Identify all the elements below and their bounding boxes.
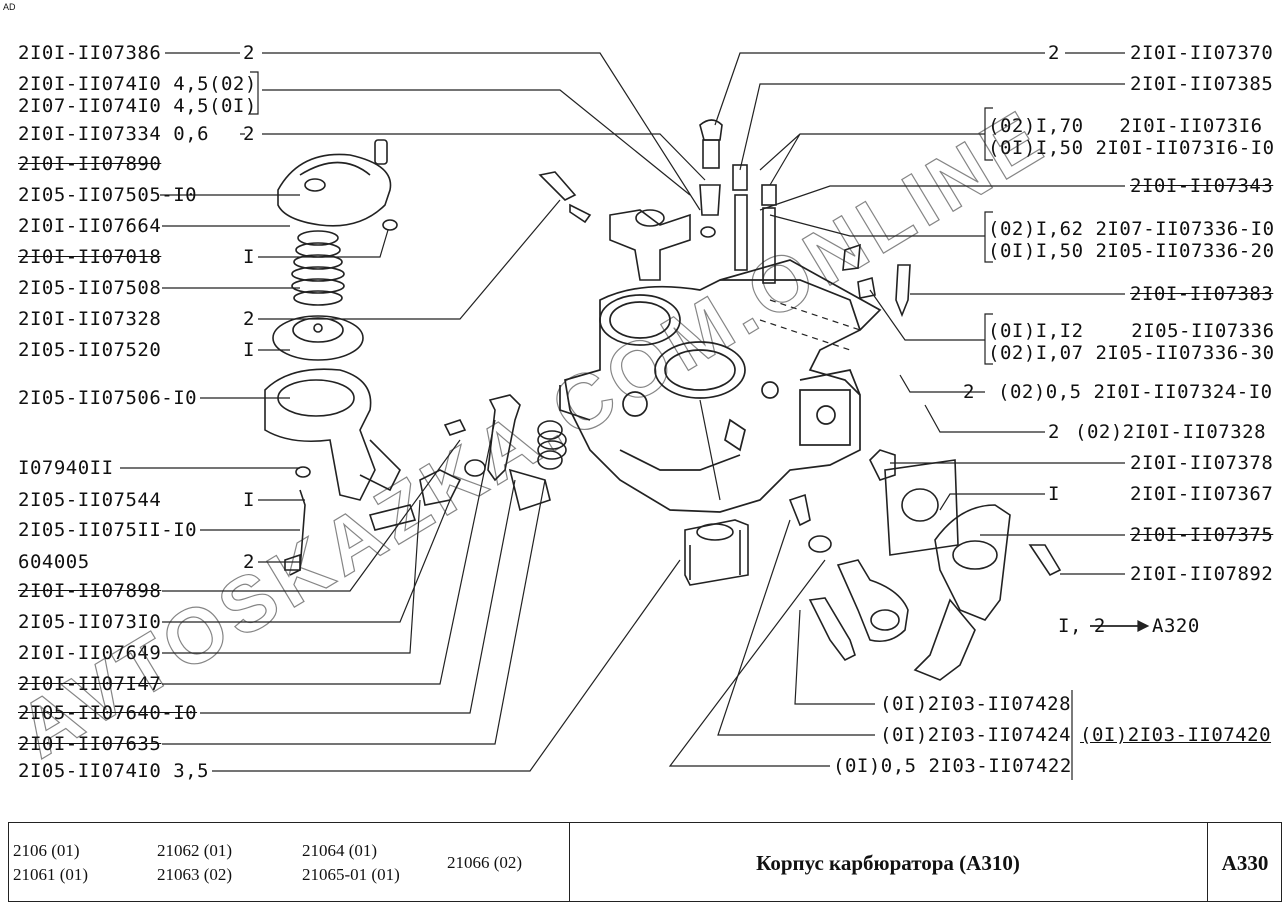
page-title: Корпус карбюратора (А310) xyxy=(756,851,1020,875)
part-label: 2I0I-II07I47 xyxy=(18,673,162,695)
part-label: (02)2I0I-II07328 xyxy=(1075,421,1267,443)
part-label: 2I0I-II07898 xyxy=(18,580,162,602)
part-label: 2I0I-II07328 xyxy=(18,308,162,330)
linkage xyxy=(284,394,567,571)
diaphragm-cover xyxy=(277,139,398,231)
part-label: 2I05-II07508 xyxy=(18,277,162,299)
part-label: (0I)0,5 2I03-II07422 xyxy=(833,755,1072,777)
part-label: 2I0I-II07892 xyxy=(1130,563,1274,585)
throttle-spring xyxy=(537,420,567,470)
part-label: 604005 xyxy=(18,551,90,573)
corner-mark: AD xyxy=(3,2,16,12)
assembly-note-ref: A320 xyxy=(1152,615,1200,637)
quantity: 2 xyxy=(1048,421,1060,443)
part-label: 2I0I-II07664 xyxy=(18,215,162,237)
part-label: (0I)I,I2 2I05-II07336 xyxy=(988,320,1275,342)
model-code: 21062 (01) xyxy=(157,841,233,860)
part-label: (02)I,62 2I07-II07336-I0 xyxy=(988,218,1275,240)
part-label: 2I05-II073I0 xyxy=(18,611,162,633)
model-code: 21063 (02) xyxy=(157,865,233,884)
part-label: (0I)2I03-II07420 xyxy=(1080,724,1272,746)
part-label: 2I0I-II07649 xyxy=(18,642,162,664)
jets xyxy=(538,119,911,318)
part-label: 2I07-II074I0 4,5(0I) xyxy=(18,95,257,117)
part-label: 2I0I-II07378 xyxy=(1130,452,1274,474)
part-label: I07940II xyxy=(18,457,114,479)
solenoid-valve xyxy=(788,493,909,662)
part-label: 2I0I-II07370 xyxy=(1130,42,1274,64)
assembly-note: I, 2 xyxy=(1058,615,1106,637)
quantity: 2 xyxy=(243,551,255,573)
quantity: I xyxy=(243,489,255,511)
model-code: 21061 (01) xyxy=(13,865,89,884)
carburetor-body xyxy=(559,259,882,513)
quantity: 2 xyxy=(243,123,255,145)
part-label: 2I05-II07506-I0 xyxy=(18,387,198,409)
part-label: 2I0I-II07635 xyxy=(18,733,162,755)
part-label: 2I0I-II07385 xyxy=(1130,73,1274,95)
quantity: 2 xyxy=(963,381,975,403)
part-label: 2I05-II074I0 3,5 xyxy=(18,760,210,782)
quantity: 2 xyxy=(1048,42,1060,64)
model-code: 21064 (01) xyxy=(302,841,378,860)
quantity: I xyxy=(243,339,255,361)
part-label: 2I0I-II07386 xyxy=(18,42,162,64)
part-label: (02)0,5 2I0I-II07324-I0 xyxy=(998,381,1273,403)
part-label: (0I)2I03-II07424 xyxy=(880,724,1072,746)
model-code: 21065-01 (01) xyxy=(302,865,400,884)
leader-lines xyxy=(120,52,1150,780)
part-label: (0I)I,50 2I0I-II073I6-I0 xyxy=(988,137,1275,159)
quantity: 2 xyxy=(243,42,255,64)
divider xyxy=(569,823,570,901)
model-code: 2106 (01) xyxy=(13,841,80,860)
part-label: 2I05-II07544 xyxy=(18,489,162,511)
part-label: 2I05-II07505-I0 xyxy=(18,184,198,206)
title-block: 2106 (01) 21061 (01) 21062 (01) 21063 (0… xyxy=(8,822,1282,902)
spring xyxy=(291,230,345,306)
part-label: 2I05-II07520 xyxy=(18,339,162,361)
part-label: 2I0I-II07018 xyxy=(18,246,162,268)
quantity: I xyxy=(243,246,255,268)
cable-bracket xyxy=(684,519,749,586)
part-label: 2I0I-II074I0 4,5(02) xyxy=(18,73,257,95)
part-label: 2I0I-II07334 0,6 xyxy=(18,123,210,145)
part-label: (0I)2I03-II07428 xyxy=(880,693,1072,715)
diaphragm xyxy=(272,315,364,361)
part-label: 2I0I-II07890 xyxy=(18,153,162,175)
part-label: 2I0I-II07343 xyxy=(1130,175,1274,197)
quantity: 2 xyxy=(243,308,255,330)
quantity: I xyxy=(1048,483,1060,505)
part-label: (0I)I,50 2I05-II07336-20 xyxy=(988,240,1275,262)
part-label: (02)I,70 2I0I-II073I6 xyxy=(988,115,1263,137)
part-label: 2I0I-II07367 xyxy=(1130,483,1274,505)
page-code: А330 xyxy=(1221,851,1269,875)
part-label: 2I05-II07640-I0 xyxy=(18,702,198,724)
pump-housing xyxy=(264,368,401,576)
part-label: (02)I,07 2I05-II07336-30 xyxy=(988,342,1275,364)
part-label: 2I05-II075II-I0 xyxy=(18,519,198,541)
part-label: 2I0I-II07383 xyxy=(1130,283,1274,305)
enrichment-unit xyxy=(869,449,1062,681)
part-label: 2I0I-II07375 xyxy=(1130,524,1274,546)
divider xyxy=(1207,823,1208,901)
model-code: 21066 (02) xyxy=(447,853,523,872)
